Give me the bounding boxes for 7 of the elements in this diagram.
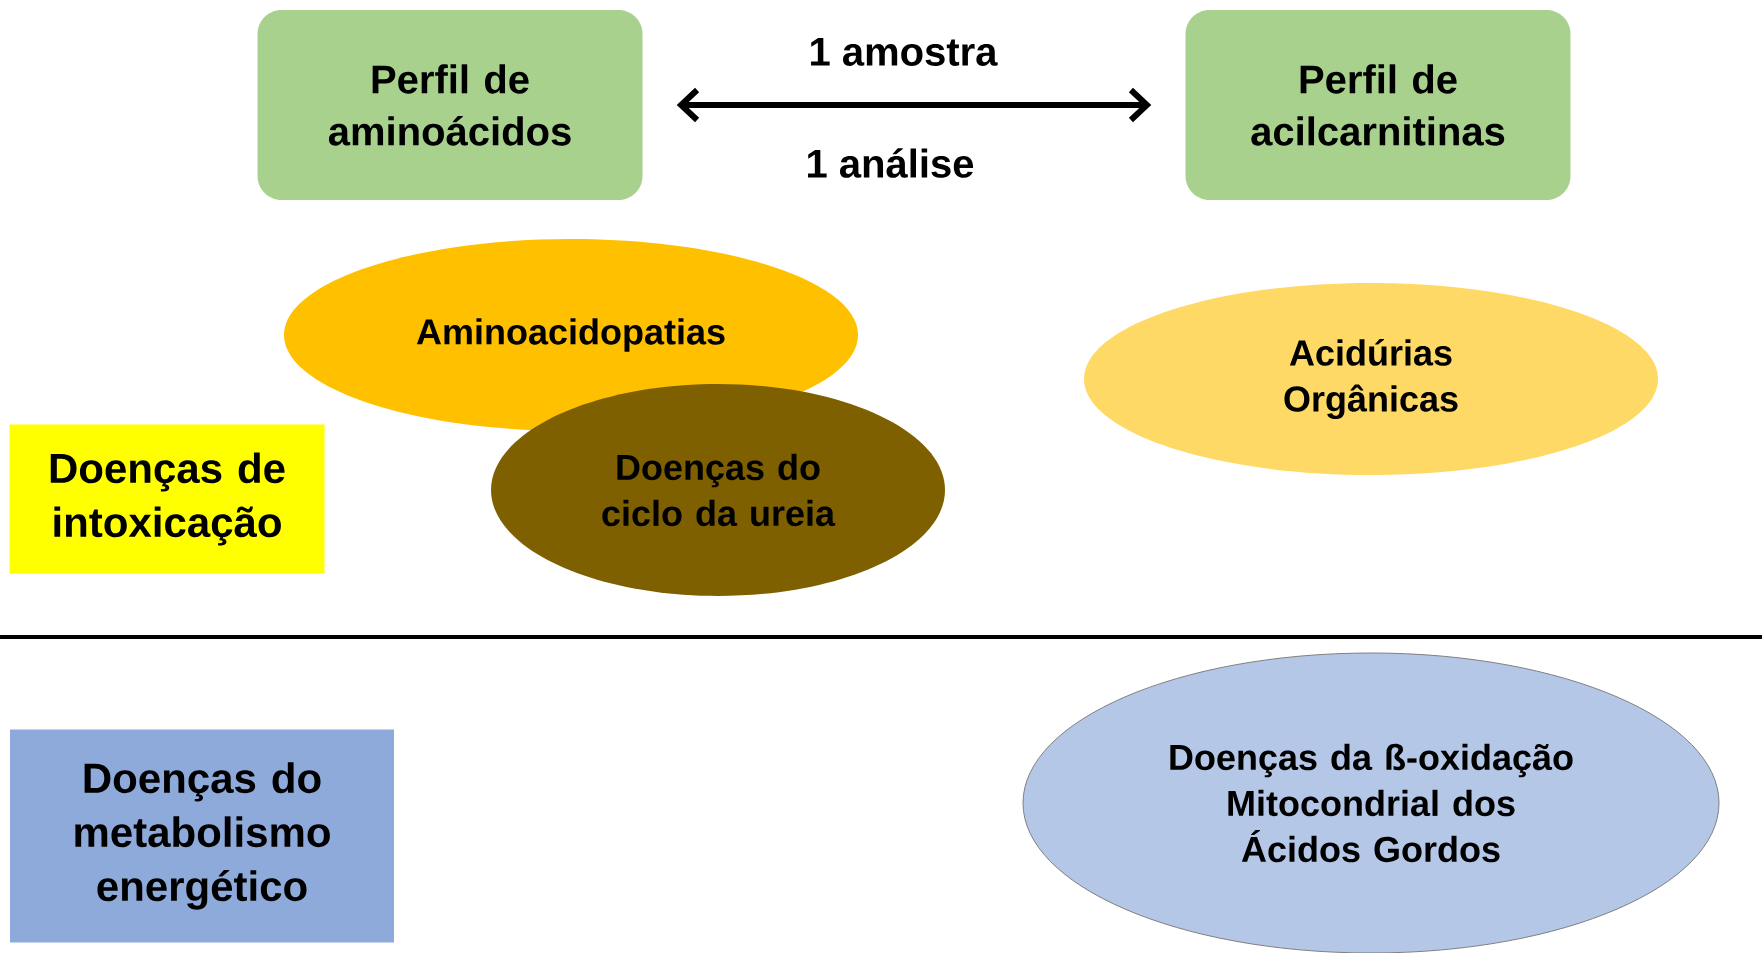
edge-label: 1 amostra [806, 36, 1000, 68]
double-arrow [676, 87, 1152, 123]
process-box: Perfil de aminoácidos [257, 10, 643, 200]
group-box: Doenças do metabolismo energético [10, 729, 394, 943]
process-box: Perfil de acilcarnitinas [1185, 10, 1571, 200]
group-box: Doenças de intoxicação [9, 424, 325, 574]
arrow-caption: 1 análise [808, 148, 974, 178]
